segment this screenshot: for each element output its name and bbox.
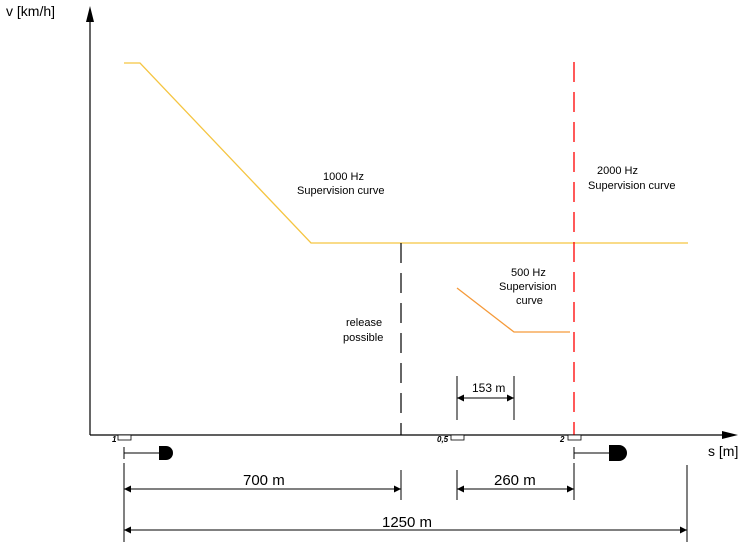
- balise-05: [450, 434, 465, 441]
- curve-1000hz: [124, 62, 688, 244]
- y-axis-label: v [km/h]: [6, 3, 55, 19]
- curve-2000hz-title: 2000 Hz: [597, 165, 638, 177]
- curve-1000hz-title: 1000 Hz: [323, 171, 364, 183]
- curve-2000hz-subtitle: Supervision curve: [588, 180, 675, 192]
- y-axis-arrow: [86, 6, 94, 22]
- balise-05-label: 0,5: [437, 435, 449, 444]
- x-axis-label: s [m]: [708, 443, 738, 459]
- release-label-2: possible: [343, 332, 383, 344]
- balise-1: [117, 434, 132, 441]
- dimension-153m-label: 153 m: [472, 381, 505, 395]
- curve-500hz: [456, 287, 570, 333]
- dimension-700m-label: 700 m: [243, 472, 285, 489]
- signal-icon-2: [573, 445, 627, 461]
- balise-2-label: 2: [559, 435, 565, 444]
- balise-1-label: 1: [112, 435, 117, 444]
- curve-500hz-subtitle: Supervision: [499, 281, 556, 293]
- balise-2: [567, 434, 582, 441]
- curve-500hz-title: 500 Hz: [511, 267, 546, 279]
- curve-1000hz-subtitle: Supervision curve: [297, 185, 384, 197]
- x-axis-arrow: [722, 431, 738, 439]
- curve-500hz-subtitle2: curve: [516, 295, 543, 307]
- dimension-1250m-label: 1250 m: [382, 514, 432, 531]
- signal-icon-1: [123, 446, 173, 460]
- dimension-260m-label: 260 m: [494, 472, 536, 489]
- release-label-1: release: [346, 317, 382, 329]
